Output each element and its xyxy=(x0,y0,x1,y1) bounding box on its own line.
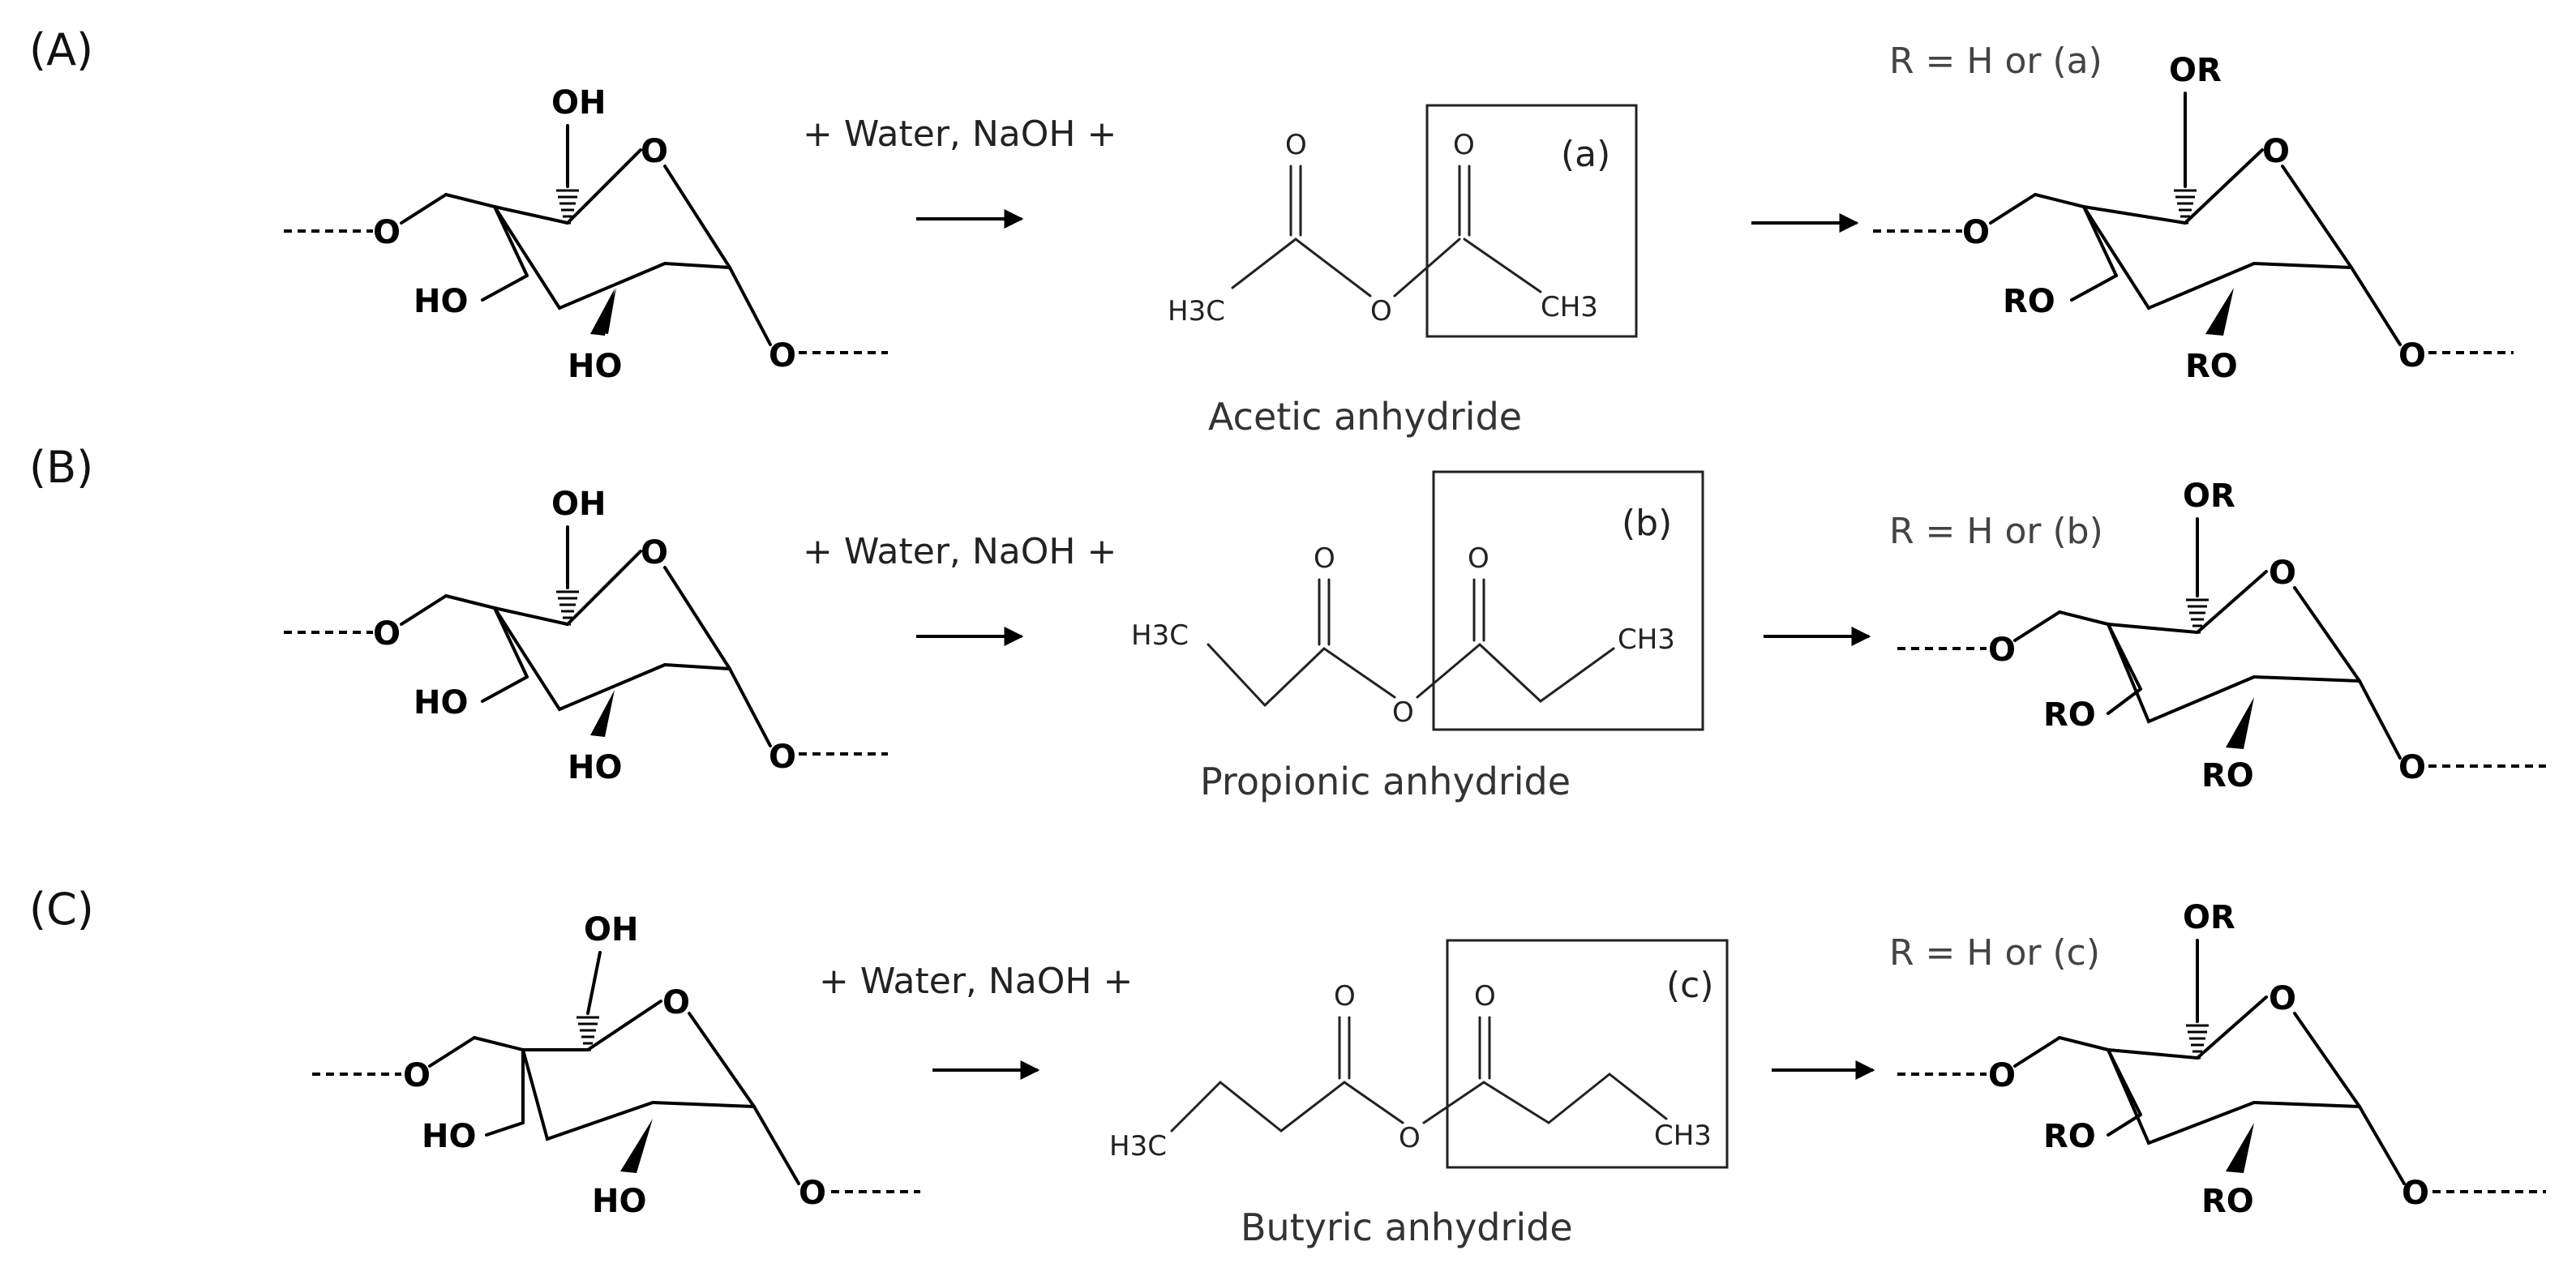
svg-text:O: O xyxy=(2269,555,2296,592)
panel-b: (B) O O O OH HO HO + Water, NaOH + xyxy=(29,442,2546,803)
ring-o: O xyxy=(641,133,668,170)
svg-text:RO: RO xyxy=(2043,1118,2096,1155)
box-label: (a) xyxy=(1561,134,1610,175)
svg-text:O: O xyxy=(2398,749,2426,786)
panel-label: (B) xyxy=(29,442,93,493)
product-glucose-unit: O O O OR RO RO xyxy=(1897,477,2546,794)
svg-text:OH: OH xyxy=(551,486,606,523)
panel-a: (A) O O O OH HO HO + Water, NaOH + xyxy=(29,24,2514,439)
acetic-anhydride: O H3C O O CH3 (a) xyxy=(1168,104,1638,338)
svg-text:O: O xyxy=(1314,542,1335,575)
acyl-box xyxy=(1446,939,1729,1169)
svg-text:O: O xyxy=(1988,1057,2016,1094)
anhydride-name: Acetic anhydride xyxy=(1208,395,1522,439)
svg-text:O: O xyxy=(1285,129,1307,161)
svg-text:O: O xyxy=(1453,129,1475,161)
svg-text:HO: HO xyxy=(568,749,622,786)
ro-bottom: RO xyxy=(2185,348,2238,385)
svg-text:RO: RO xyxy=(2201,757,2254,794)
ro-left: RO xyxy=(2003,283,2055,320)
svg-text:CH3: CH3 xyxy=(1541,291,1598,323)
svg-text:O: O xyxy=(769,739,796,776)
box-label: (c) xyxy=(1666,965,1714,1006)
svg-text:O: O xyxy=(373,615,401,653)
anhydride-name: Propionic anhydride xyxy=(1200,760,1571,803)
svg-text:H3C: H3C xyxy=(1168,295,1225,328)
reagent-text: + Water, NaOH + xyxy=(803,531,1117,572)
product-glucose-unit: O O O OR RO RO xyxy=(1897,899,2546,1220)
svg-text:HO: HO xyxy=(414,684,468,721)
svg-text:CH3: CH3 xyxy=(1618,623,1675,656)
acyl-box xyxy=(1425,104,1638,338)
reagent-text: + Water, NaOH + xyxy=(803,113,1117,155)
svg-text:HO: HO xyxy=(592,1183,646,1220)
acyl-box xyxy=(1432,470,1704,731)
propionic-anhydride: O H3C O O CH3 (b) xyxy=(1131,470,1704,731)
box-label: (b) xyxy=(1622,503,1672,544)
svg-text:O: O xyxy=(641,534,668,572)
svg-text:O: O xyxy=(662,984,690,1021)
ho-left: HO xyxy=(414,283,468,320)
panel-label: (C) xyxy=(29,884,94,935)
svg-text:O: O xyxy=(2262,133,2290,170)
link-o-left: O xyxy=(373,214,401,251)
panel-c: (C) O O O OH HO HO + Water, NaOH + xyxy=(29,884,2546,1249)
reactant-glucose-unit: O O O OH HO HO xyxy=(312,911,920,1220)
svg-text:O: O xyxy=(2269,980,2296,1017)
ho-bottom: HO xyxy=(568,348,622,385)
product-glucose-unit: O O O OR RO RO xyxy=(1873,52,2514,385)
svg-text:O: O xyxy=(1392,696,1414,729)
svg-text:O: O xyxy=(1468,542,1489,575)
svg-text:OR: OR xyxy=(2183,899,2235,936)
oh-top: OH xyxy=(551,84,606,122)
svg-text:H3C: H3C xyxy=(1109,1130,1167,1163)
svg-text:O: O xyxy=(1370,295,1392,328)
reagent-text: + Water, NaOH + xyxy=(819,961,1133,1002)
svg-text:O: O xyxy=(1962,214,1990,251)
svg-text:CH3: CH3 xyxy=(1654,1120,1712,1152)
svg-text:OH: OH xyxy=(584,911,638,948)
svg-text:O: O xyxy=(2402,1175,2429,1212)
svg-text:O: O xyxy=(1988,632,2016,669)
svg-text:O: O xyxy=(403,1057,431,1094)
link-o-right: O xyxy=(769,337,796,375)
butyric-anhydride: O H3C O O CH3 (c) xyxy=(1109,939,1729,1169)
panel-label: (A) xyxy=(29,24,93,75)
svg-text:HO: HO xyxy=(422,1118,476,1155)
r-definition: R = H or (c) xyxy=(1889,932,2100,974)
svg-text:O: O xyxy=(1399,1122,1421,1154)
svg-text:O: O xyxy=(1334,980,1356,1013)
reactant-glucose-unit: O O O OH HO HO xyxy=(284,84,888,385)
svg-text:O: O xyxy=(2398,337,2426,375)
svg-text:OR: OR xyxy=(2183,477,2235,515)
svg-text:O: O xyxy=(799,1175,826,1212)
r-definition: R = H or (a) xyxy=(1889,41,2102,82)
or-top: OR xyxy=(2169,52,2222,89)
r-definition: R = H or (b) xyxy=(1889,511,2103,552)
svg-text:RO: RO xyxy=(2201,1183,2254,1220)
reactant-glucose-unit: O O O OH HO HO xyxy=(284,486,888,786)
svg-text:H3C: H3C xyxy=(1131,619,1189,652)
svg-text:O: O xyxy=(1474,980,1496,1013)
svg-text:RO: RO xyxy=(2043,696,2096,734)
anhydride-name: Butyric anhydride xyxy=(1241,1205,1573,1249)
